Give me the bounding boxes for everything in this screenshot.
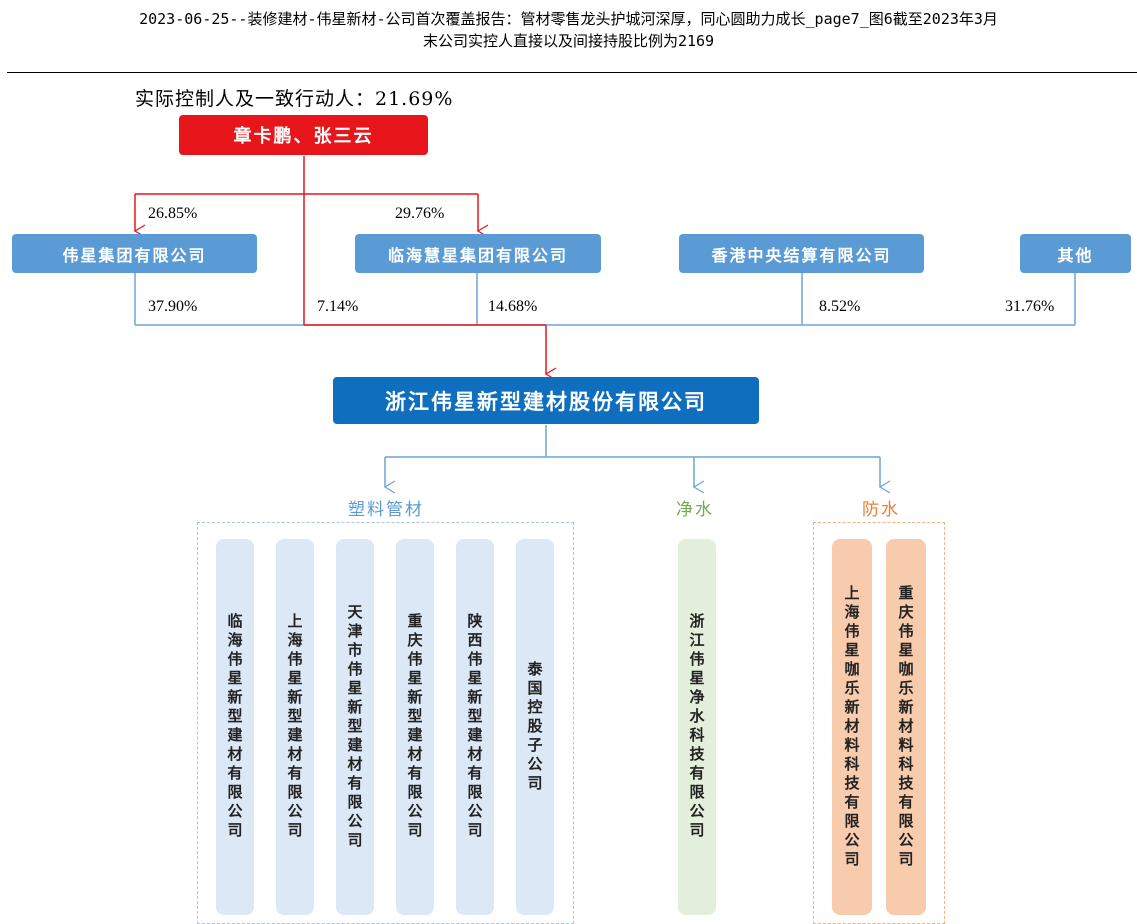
holder-hkscc: 香港中央结算有限公司 (679, 234, 924, 273)
category-water-label: 净水 (676, 500, 714, 520)
controller-title: 实际控制人及一致行动人：21.69% (135, 88, 454, 110)
page-header: 2023-06-25--装修建材-伟星新材-公司首次覆盖报告：管材零售龙头护城河… (0, 8, 1137, 52)
holder-others: 其他 (1020, 234, 1131, 273)
sub-thailand-holding: 泰国控股子公司 (516, 539, 554, 915)
pct-others-to-company: 31.76% (1005, 298, 1055, 315)
pct-weixing-to-company: 37.90% (148, 298, 198, 315)
category-waterproof-label: 防水 (862, 500, 900, 520)
sub-chongqing-weixing: 重庆伟星新型建材有限公司 (396, 539, 434, 915)
sub-chongqing-kale: 重庆伟星咖乐新材料科技有限公司 (886, 539, 926, 915)
holder-linhai-huixing: 临海慧星集团有限公司 (355, 234, 601, 273)
sub-shanghai-weixing: 上海伟星新型建材有限公司 (276, 539, 314, 915)
sub-zhejiang-water: 浙江伟星净水科技有限公司 (678, 539, 716, 915)
header-line-1: 2023-06-25--装修建材-伟星新材-公司首次覆盖报告：管材零售龙头护城河… (139, 10, 998, 28)
pct-hkscc-to-company: 8.52% (819, 298, 861, 315)
category-plastic-label: 塑料管材 (348, 500, 424, 520)
pct-controller-direct: 7.14% (317, 298, 359, 315)
pct-controller-to-linhai: 29.76% (395, 205, 445, 222)
controller-box: 章卡鹏、张三云 (179, 115, 428, 155)
pct-linhai-to-company: 14.68% (488, 298, 538, 315)
holder-weixing-group: 伟星集团有限公司 (12, 234, 257, 273)
pct-controller-to-weixing: 26.85% (148, 205, 198, 222)
sub-shaanxi-weixing: 陕西伟星新型建材有限公司 (456, 539, 494, 915)
company-box: 浙江伟星新型建材股份有限公司 (333, 377, 759, 424)
header-line-2: 末公司实控人直接以及间接持股比例为2169 (422, 32, 715, 50)
header-divider (7, 72, 1137, 73)
sub-tianjin-weixing: 天津市伟星新型建材有限公司 (336, 539, 374, 915)
sub-linhai-weixing: 临海伟星新型建材有限公司 (216, 539, 254, 915)
sub-shanghai-kale: 上海伟星咖乐新材料科技有限公司 (832, 539, 872, 915)
